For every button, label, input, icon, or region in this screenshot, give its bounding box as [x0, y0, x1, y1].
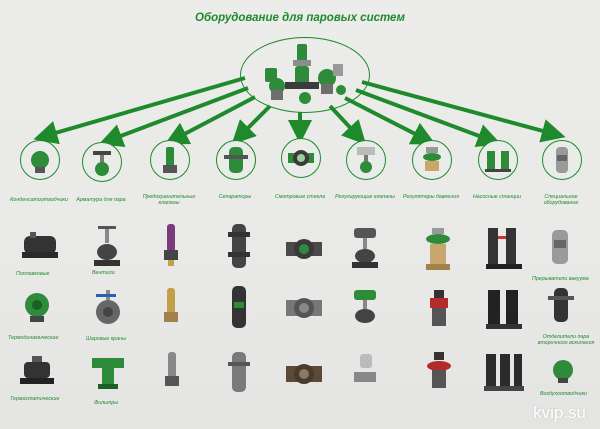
pump-station-image: [486, 228, 522, 269]
pump-station-frame-image: [484, 354, 524, 391]
label-air-vents: Воздухоотводчики: [540, 391, 587, 397]
equipment-group-icon: [265, 44, 346, 104]
safety-valve-steel-image: [165, 352, 179, 386]
safety-valve-icon: [163, 147, 177, 173]
air-vent-image: [553, 360, 573, 383]
separator-steel-image: [228, 352, 250, 392]
category-label-separators: Сепараторы: [218, 194, 252, 200]
category-label-sight-glasses: Смотровые стекла: [274, 194, 326, 200]
category-label-safety-valves: Предохранительные клапаны: [142, 194, 196, 206]
label-filters: Фильтры: [94, 400, 119, 406]
label-valves: Вентили: [92, 270, 115, 276]
filter-image: [92, 358, 124, 389]
category-pressure-regulators[interactable]: [412, 140, 452, 180]
category-label-control-valves: Регулирующие клапаны: [335, 194, 395, 200]
thermostatic-trap-image: [20, 356, 54, 384]
sight-glass-flanged-image: [286, 298, 322, 318]
label-flash-separators: Отделители пара вторичного вскипания: [537, 334, 595, 346]
angle-seat-valve-image: [354, 354, 376, 382]
category-label-steam-valves: Арматура для пара: [76, 197, 126, 203]
control-valve-green-image: [354, 290, 376, 323]
float-trap-image: [22, 232, 58, 258]
pressure-regulator-icon: [423, 147, 441, 171]
category-sight-glasses[interactable]: [281, 138, 321, 178]
sight-glass-image: [286, 239, 322, 259]
category-separators[interactable]: [216, 140, 256, 180]
category-steam-traps[interactable]: [20, 140, 60, 180]
category-safety-valves[interactable]: [150, 140, 190, 180]
globe-valve-image: [94, 226, 120, 266]
steam-trap-icon: [31, 151, 49, 173]
category-control-valves[interactable]: [346, 140, 386, 180]
category-pump-stations[interactable]: [478, 140, 518, 180]
separator-green-image: [232, 286, 246, 328]
thermodynamic-trap-image: [25, 293, 49, 322]
category-label-pump-stations: Насосные станции: [472, 194, 522, 200]
globe-valve-icon: [93, 151, 111, 176]
ball-valve-image: [96, 290, 120, 324]
category-special-equipment[interactable]: [542, 140, 582, 180]
label-float-traps: Поплавковые: [16, 271, 50, 277]
separator-icon: [224, 147, 248, 173]
sight-glass-cast-image: [286, 364, 322, 384]
separator-image: [228, 224, 250, 268]
label-air-breakers: Прерыватели вакуума: [532, 276, 589, 282]
hub-ellipse: [240, 37, 370, 113]
category-label-special-equipment: Специальное оборудование: [543, 194, 579, 206]
label-ball-valves: Шаровые краны: [86, 336, 126, 342]
pump-station-icon: [485, 151, 511, 172]
pressure-regulator-red-image: [430, 290, 448, 326]
category-label-steam-traps: Конденсатоотводчики: [10, 197, 68, 203]
category-steam-valves[interactable]: [82, 142, 122, 182]
pressure-regulator-cast-image: [427, 352, 451, 388]
watermark: kvip.su: [533, 403, 586, 422]
vacuum-breaker-image: [552, 230, 568, 264]
page-title: Оборудование для паровых систем: [195, 12, 405, 24]
pump-station-black-image: [486, 290, 522, 329]
special-equipment-icon: [556, 147, 568, 173]
sight-glass-icon: [288, 150, 314, 166]
safety-valve-brass-image: [164, 288, 178, 322]
category-label-pressure-regulators: Регуляторы давления: [402, 194, 460, 200]
flash-separator-image: [548, 288, 574, 322]
control-valve-image: [352, 228, 378, 268]
control-valve-icon: [357, 147, 375, 173]
label-thermodynamic: Термодинамические: [8, 335, 59, 341]
pressure-regulator-image: [426, 228, 450, 270]
label-thermostatic: Термостатические: [10, 396, 60, 402]
safety-valve-image: [164, 224, 178, 266]
